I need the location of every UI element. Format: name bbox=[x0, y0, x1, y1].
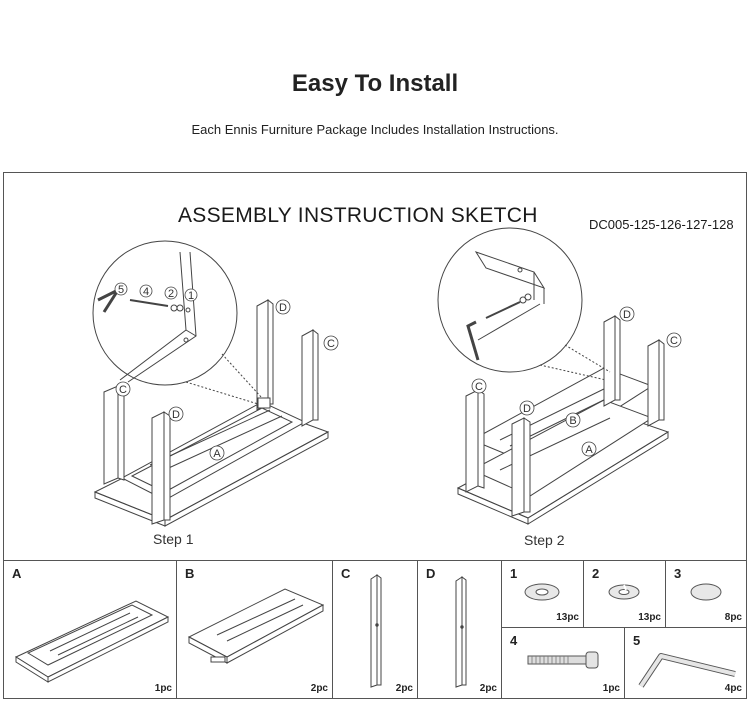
part-c-drawing bbox=[370, 574, 382, 688]
part-a-cell: A 1pc bbox=[3, 560, 177, 699]
model-code: DC005-125-126-127-128 bbox=[589, 217, 734, 232]
part-2-qty: 13pc bbox=[638, 612, 661, 623]
step2-label: Step 2 bbox=[524, 532, 565, 548]
assembly-drawing: 5 4 2 1 D C C D A D C C D B A bbox=[92, 227, 682, 527]
step1-leg-d-back bbox=[256, 298, 274, 411]
part-c-letter: C bbox=[341, 566, 351, 581]
step2-leg-d-front bbox=[511, 417, 531, 517]
part-1-letter: 1 bbox=[510, 566, 518, 581]
part-2-cell: 2 13pc bbox=[583, 560, 666, 628]
part-d-drawing bbox=[455, 576, 467, 688]
step2-callout-c-left: C bbox=[475, 381, 483, 393]
part-b-cell: B 2pc bbox=[176, 560, 333, 699]
part-3-letter: 3 bbox=[674, 566, 682, 581]
hex-key-icon bbox=[638, 653, 736, 688]
callout-4: 4 bbox=[143, 286, 149, 298]
step1-callout-c-right: C bbox=[327, 338, 335, 350]
part-5-cell: 5 4pc bbox=[624, 627, 747, 699]
cap-icon bbox=[690, 583, 722, 601]
bolt-icon bbox=[527, 651, 599, 669]
step1-zoom-circle bbox=[92, 240, 238, 386]
part-3-qty: 8pc bbox=[724, 612, 742, 623]
step2-callout-d-back: D bbox=[623, 309, 631, 321]
part-a-qty: 1pc bbox=[154, 683, 172, 694]
step2-zoom-circle bbox=[437, 227, 583, 373]
page-title: Easy To Install bbox=[291, 70, 459, 97]
part-a-letter: A bbox=[12, 566, 22, 581]
part-3-cell: 3 8pc bbox=[665, 560, 747, 628]
step1-leg-c-left bbox=[103, 385, 125, 485]
part-1-qty: 13pc bbox=[556, 612, 579, 623]
step1-label: Step 1 bbox=[153, 531, 194, 547]
part-2-letter: 2 bbox=[592, 566, 600, 581]
part-5-qty: 4pc bbox=[724, 683, 742, 694]
step2-callout-c-right: C bbox=[670, 335, 678, 347]
step2-leg-c-right bbox=[647, 338, 665, 427]
part-4-qty: 1pc bbox=[602, 683, 620, 694]
page-subtitle: Each Ennis Furniture Package Includes In… bbox=[191, 122, 559, 137]
part-d-letter: D bbox=[426, 566, 436, 581]
step1-drawing bbox=[92, 240, 330, 527]
part-d-qty: 2pc bbox=[479, 683, 497, 694]
step1-callout-d-back: D bbox=[279, 302, 287, 314]
callout-5: 5 bbox=[118, 284, 124, 296]
part-b-drawing bbox=[187, 588, 325, 664]
step1-callout-d-front: D bbox=[172, 409, 180, 421]
step2-leg-d-back bbox=[603, 314, 621, 407]
step1-leg-d-front bbox=[151, 411, 171, 525]
step2-callout-a: A bbox=[585, 444, 593, 456]
part-a-drawing bbox=[14, 600, 170, 683]
sheet-title: ASSEMBLY INSTRUCTION SKETCH bbox=[178, 204, 538, 227]
part-4-cell: 4 1pc bbox=[501, 627, 625, 699]
part-4-letter: 4 bbox=[510, 633, 518, 648]
step2-callout-d-front: D bbox=[523, 403, 531, 415]
part-c-qty: 2pc bbox=[395, 683, 413, 694]
step2-drawing bbox=[437, 227, 670, 525]
step1-callout-c-left: C bbox=[119, 384, 127, 396]
part-5-letter: 5 bbox=[633, 633, 641, 648]
part-1-cell: 1 13pc bbox=[501, 560, 584, 628]
step2-callout-b: B bbox=[569, 415, 576, 427]
callout-2: 2 bbox=[168, 288, 174, 300]
washer-icon bbox=[524, 583, 560, 601]
lock-washer-icon bbox=[608, 584, 640, 600]
step2-leg-c-left bbox=[465, 389, 485, 493]
part-b-letter: B bbox=[185, 566, 195, 581]
step1-callout-a: A bbox=[213, 448, 221, 460]
callout-1: 1 bbox=[188, 290, 194, 302]
part-d-cell: D 2pc bbox=[417, 560, 502, 699]
step1-leg-c-right bbox=[301, 328, 319, 427]
part-c-cell: C 2pc bbox=[332, 560, 418, 699]
part-b-qty: 2pc bbox=[310, 683, 328, 694]
